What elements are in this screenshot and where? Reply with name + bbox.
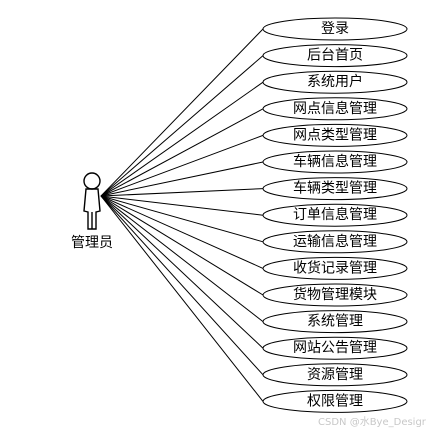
association-line bbox=[100, 28, 264, 197]
use-case: 系统管理 bbox=[262, 310, 408, 334]
use-case-ellipse bbox=[262, 389, 408, 413]
use-case: 运输信息管理 bbox=[262, 230, 408, 254]
use-case-ellipse bbox=[262, 310, 408, 334]
association-line bbox=[100, 195, 264, 296]
use-case-ellipse bbox=[262, 203, 408, 227]
use-case: 货物管理模块 bbox=[262, 283, 408, 307]
use-case-ellipse bbox=[262, 70, 408, 94]
association-line bbox=[100, 195, 264, 243]
use-case-ellipse bbox=[262, 256, 408, 280]
use-case: 网点类型管理 bbox=[262, 123, 408, 147]
use-case: 资源管理 bbox=[262, 363, 408, 387]
use-case-label: 收货记录管理 bbox=[293, 259, 377, 276]
association-line bbox=[100, 134, 264, 197]
use-case-ellipse bbox=[262, 44, 408, 68]
association-line bbox=[100, 161, 264, 197]
use-case-ellipse bbox=[262, 123, 408, 147]
use-case-label: 资源管理 bbox=[307, 367, 363, 383]
association-line bbox=[100, 195, 264, 402]
use-case-ellipse bbox=[262, 17, 408, 41]
association-line bbox=[100, 81, 264, 197]
use-case-ellipse bbox=[262, 177, 408, 201]
use-case-label: 系统用户 bbox=[307, 73, 363, 90]
use-case-ellipse bbox=[262, 363, 408, 387]
use-case-label: 车辆类型管理 bbox=[293, 180, 377, 197]
actor-administrator: 管理员 bbox=[71, 172, 113, 251]
association-line bbox=[100, 195, 264, 322]
use-case: 车辆信息管理 bbox=[262, 150, 408, 174]
association-line bbox=[100, 195, 264, 269]
use-case-label: 车辆信息管理 bbox=[293, 153, 377, 170]
watermark: CSDN @水Bye_Desigr bbox=[318, 416, 426, 428]
use-case-ellipse bbox=[262, 97, 408, 121]
stick-figure-icon bbox=[83, 172, 101, 230]
use-case-list: 登录后台首页系统用户网点信息管理网点类型管理车辆信息管理车辆类型管理订单信息管理… bbox=[262, 17, 408, 413]
use-case-label: 网点信息管理 bbox=[293, 100, 377, 117]
use-case-label: 订单信息管理 bbox=[293, 206, 377, 223]
use-case-ellipse bbox=[262, 150, 408, 174]
association-line bbox=[100, 195, 264, 349]
use-case-label: 运输信息管理 bbox=[293, 233, 377, 250]
use-case-ellipse bbox=[262, 336, 408, 360]
use-case: 系统用户 bbox=[262, 70, 408, 94]
use-case-label: 后台首页 bbox=[307, 48, 363, 64]
association-lines bbox=[100, 28, 264, 402]
association-line bbox=[100, 108, 264, 197]
use-case: 订单信息管理 bbox=[262, 203, 408, 227]
actor-label: 管理员 bbox=[71, 235, 113, 251]
use-case: 登录 bbox=[262, 17, 408, 41]
use-case: 收货记录管理 bbox=[262, 256, 408, 280]
use-case-label: 货物管理模块 bbox=[293, 286, 377, 303]
use-case-ellipse bbox=[262, 230, 408, 254]
use-case: 网点信息管理 bbox=[262, 97, 408, 121]
use-case-ellipse bbox=[262, 283, 408, 307]
use-case-label: 系统管理 bbox=[307, 314, 363, 330]
association-line bbox=[100, 188, 264, 197]
association-line bbox=[100, 195, 264, 376]
use-case: 车辆类型管理 bbox=[262, 177, 408, 201]
association-line bbox=[100, 195, 264, 216]
association-line bbox=[100, 55, 264, 197]
use-case-label: 网点类型管理 bbox=[293, 127, 377, 143]
use-case: 网站公告管理 bbox=[262, 336, 408, 360]
use-case: 权限管理 bbox=[262, 389, 408, 413]
use-case-label: 网站公告管理 bbox=[293, 340, 377, 356]
use-case-label: 登录 bbox=[321, 21, 349, 37]
use-case: 后台首页 bbox=[262, 44, 408, 68]
use-case-label: 权限管理 bbox=[307, 393, 363, 409]
